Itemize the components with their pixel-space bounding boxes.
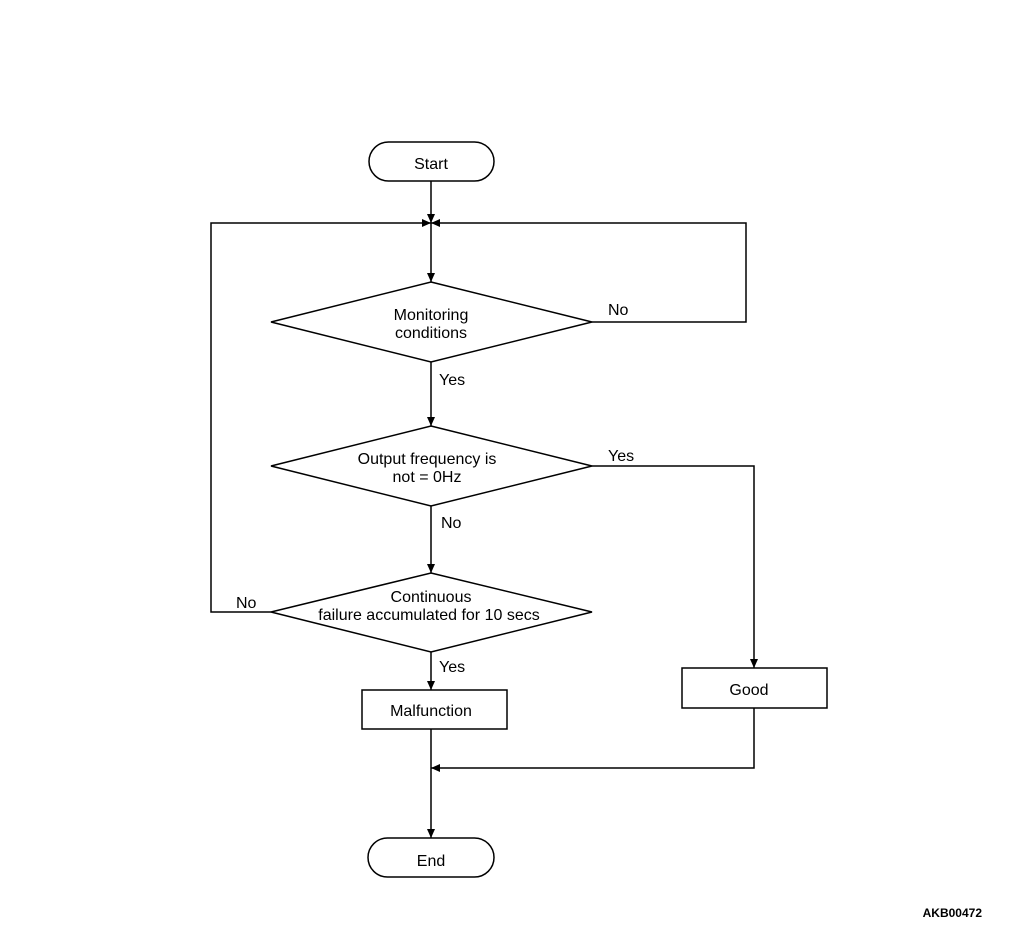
decision1-no-label: No (608, 302, 629, 319)
figure-code: AKB00472 (923, 906, 983, 920)
decision2-line2: not = 0Hz (393, 469, 462, 486)
good-label: Good (729, 682, 768, 699)
end-label: End (417, 853, 445, 870)
arrow-decision1-no-loop (431, 219, 747, 323)
decision-monitoring-conditions: Monitoring conditions (270, 281, 593, 363)
decision1-line1: Monitoring (394, 307, 469, 324)
decision-output-frequency: Output frequency is not = 0Hz (270, 425, 593, 507)
end-terminal: End (367, 837, 495, 878)
malfunction-box: Malfunction (361, 689, 508, 730)
start-label: Start (414, 156, 448, 173)
decision-continuous-failure: Continuous failure accumulated for 10 se… (270, 572, 593, 653)
decision2-yes-label: Yes (608, 448, 634, 465)
arrow-decision3-no-loop (210, 219, 431, 613)
connectors (210, 181, 758, 838)
decision3-line1: Continuous (391, 589, 472, 606)
decision2-line1: Output frequency is (358, 451, 497, 468)
decision2-no-label: No (441, 515, 462, 532)
decision1-yes-label: Yes (439, 372, 465, 389)
start-terminal: Start (368, 141, 495, 182)
decision3-line2: failure accumulated for 10 secs (318, 607, 539, 624)
arrow-decision2-yes (592, 465, 758, 668)
decision3-yes-label: Yes (439, 659, 465, 676)
decision1-line2: conditions (395, 325, 467, 342)
decision3-no-label: No (236, 595, 257, 612)
good-box: Good (681, 667, 828, 709)
malfunction-label: Malfunction (390, 703, 472, 720)
arrow-good-to-end (431, 708, 755, 772)
